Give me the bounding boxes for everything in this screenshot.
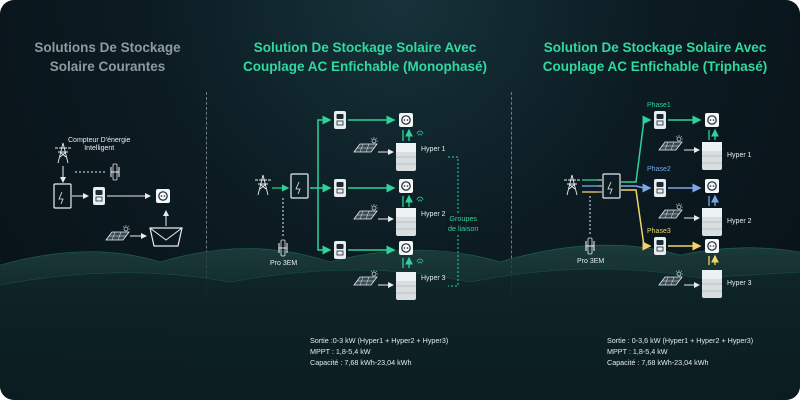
socket-3-icon-3ph bbox=[704, 238, 720, 254]
right-specs: Sortie : 0-3,6 kW (Hyper1 + Hyper2 + Hyp… bbox=[607, 335, 753, 368]
right-hyper3-label: Hyper 3 bbox=[727, 280, 752, 287]
micro-inverter-icon bbox=[149, 227, 183, 247]
socket-1-icon bbox=[398, 112, 414, 128]
mid-specs: Sortie :0-3 kW (Hyper1 + Hyper2 + Hyper3… bbox=[310, 335, 448, 368]
link-groups-label: Groupes de liaison bbox=[446, 214, 481, 234]
phase3-label: Phase3 bbox=[647, 228, 671, 235]
solar-panel-icon bbox=[105, 224, 131, 241]
distribution-box-icon-3ph bbox=[602, 173, 621, 199]
right-hyper2-label: Hyper 2 bbox=[727, 218, 752, 225]
terrain-background bbox=[0, 244, 800, 400]
solar-panel-1-icon-3ph bbox=[658, 134, 684, 151]
inverter-3-icon-3ph bbox=[653, 236, 667, 256]
grid-tower-icon bbox=[254, 174, 272, 196]
solar-panel-2-icon bbox=[353, 203, 379, 220]
middle-panel-title: Solution De Stockage Solaire Avec Coupla… bbox=[242, 40, 487, 74]
mid-capacity-spec: Capacité : 7,68 kWh-23,04 kWh bbox=[310, 358, 412, 367]
right-panel-diagram bbox=[563, 110, 723, 299]
hyper-2-battery-icon bbox=[395, 207, 417, 237]
inverter-1-icon bbox=[333, 110, 347, 130]
inverter-3-icon bbox=[333, 240, 347, 260]
left-panel-diagram bbox=[53, 142, 183, 247]
pro3em-label-right: Pro 3EM bbox=[577, 258, 605, 265]
mid-output-spec: Sortie :0-3 kW (Hyper1 + Hyper2 + Hyper3… bbox=[310, 336, 449, 345]
inverter-2-icon bbox=[333, 178, 347, 198]
right-mppt-spec: MPPT : 1,8-5,4 kW bbox=[607, 347, 668, 356]
right-output-spec: Sortie : 0-3,6 kW (Hyper1 + Hyper2 + Hyp… bbox=[607, 336, 754, 345]
pro3em-label-mid: Pro 3EM bbox=[270, 260, 298, 267]
inverter-1-icon-3ph bbox=[653, 110, 667, 130]
divider-right bbox=[511, 92, 512, 298]
hyper-3-battery-icon bbox=[395, 271, 417, 301]
socket-3-icon bbox=[398, 240, 414, 256]
socket-1-icon-3ph bbox=[704, 112, 720, 128]
hyper-1-battery-icon-3ph bbox=[701, 141, 723, 171]
mid-hyper3-label: Hyper 3 bbox=[421, 275, 446, 282]
socket-icon bbox=[155, 188, 171, 204]
hyper-3-battery-icon-3ph bbox=[701, 269, 723, 299]
hyper-2-battery-icon-3ph bbox=[701, 207, 723, 237]
mid-mppt-spec: MPPT : 1,8-5,4 kW bbox=[310, 347, 371, 356]
mid-hyper2-label: Hyper 2 bbox=[421, 211, 446, 218]
inverter-icon bbox=[92, 186, 106, 206]
phase1-label: Phase1 bbox=[647, 102, 671, 109]
socket-2-icon-3ph bbox=[704, 178, 720, 194]
left-panel-title: Solutions De Stockage Solaire Courantes bbox=[34, 40, 181, 74]
meter-clamp-icon bbox=[110, 163, 120, 181]
socket-2-icon bbox=[398, 178, 414, 194]
fuse-box-icon bbox=[53, 183, 72, 209]
grid-tower-icon-3ph bbox=[563, 174, 581, 196]
mid-hyper1-label: Hyper 1 bbox=[421, 146, 446, 153]
hyper-1-battery-icon bbox=[395, 142, 417, 172]
right-panel-title: Solution De Stockage Solaire Avec Coupla… bbox=[542, 40, 768, 74]
right-hyper1-label: Hyper 1 bbox=[727, 152, 752, 159]
phase2-label: Phase2 bbox=[647, 166, 671, 173]
divider-left bbox=[206, 92, 207, 298]
solar-panel-1-icon bbox=[353, 136, 379, 153]
right-capacity-spec: Capacité : 7,68 kWh-23,04 kWh bbox=[607, 358, 709, 367]
distribution-box-icon bbox=[290, 173, 309, 199]
solar-panel-2-icon-3ph bbox=[658, 202, 684, 219]
inverter-2-icon-3ph bbox=[653, 178, 667, 198]
meter-label: Compteur D'énergie Intelligent bbox=[68, 137, 131, 152]
